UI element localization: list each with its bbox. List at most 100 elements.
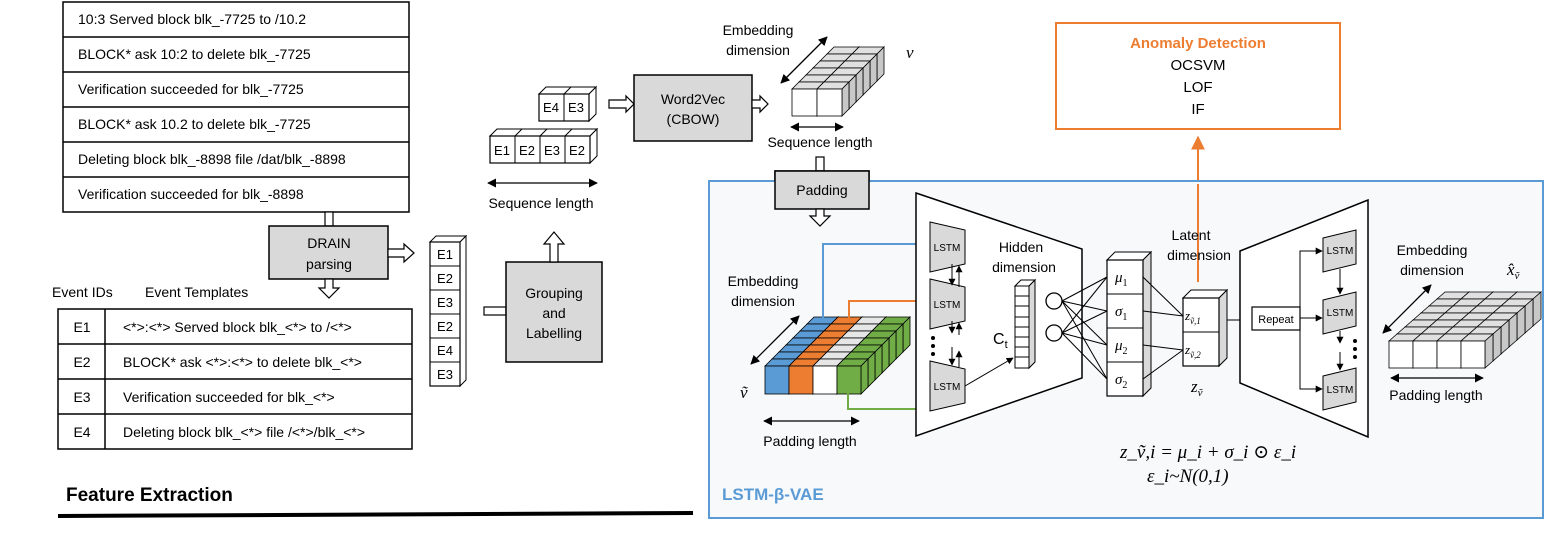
event-id-stack: E1 E2 E3 E2 E4 E3 [428, 234, 468, 388]
event-id: E2 [73, 354, 90, 370]
latent-vector [1181, 288, 1229, 368]
sequence-event: E2 [519, 143, 535, 158]
matrix-cell [1388, 340, 1414, 369]
drain-parsing-box: DRAIN parsing [268, 225, 389, 280]
long-sequence: E1 E2 E3 E2 [488, 127, 599, 165]
event-template: Verification succeeded for blk_<*> [123, 389, 335, 405]
double-arrow-icon [750, 315, 800, 365]
sequence-length-label: Sequence length [488, 195, 593, 211]
matrix-cell [816, 88, 843, 117]
event-template: Deleting block blk_<*> file /<*>/blk_<*> [123, 424, 365, 440]
log-line: Deleting block blk_-8898 file /dat/blk_-… [78, 151, 346, 167]
latent-dimension-label: dimension [1167, 247, 1231, 263]
matrix-cell [788, 365, 814, 395]
sampling-connections [1142, 276, 1184, 380]
orange-input-line [848, 294, 932, 318]
ct-label: Ct [993, 331, 1008, 351]
event-id: E3 [73, 389, 90, 405]
vae-title: LSTM-β-VAE [722, 485, 824, 504]
seq-length-label: Sequence length [767, 134, 872, 150]
mu1-label: μ1 [1114, 270, 1128, 289]
double-arrow-icon [780, 36, 828, 84]
sequence-event: E2 [569, 143, 585, 158]
matrix-cell [836, 365, 862, 395]
sequence-event: E4 [543, 100, 559, 115]
arrow-icon [1299, 318, 1323, 393]
log-line: BLOCK* ask 10.2 to delete blk_-7725 [78, 116, 311, 132]
event-templates-header: Event Templates [145, 284, 248, 300]
epsilon-equation: ε_i~N(0,1) [1147, 466, 1229, 487]
sequence-event: E1 [494, 143, 510, 158]
grouping-label: Grouping [525, 285, 583, 301]
event-templates-table: E1 E2 E3 E4 <*>:<*> Served block blk_<*>… [57, 308, 413, 450]
embedding-matrix-top [791, 46, 885, 117]
arrow-icon [1299, 247, 1323, 318]
block-arrow-down-icon [808, 208, 832, 227]
output-padding-length-label: Padding length [1389, 387, 1482, 403]
drain-label: parsing [306, 256, 352, 272]
matrix-cell [1436, 340, 1462, 369]
output-embedding-label: Embedding [1397, 242, 1468, 258]
anomaly-method: OCSVM [1170, 57, 1225, 74]
embedding-label: Embedding [723, 22, 794, 38]
raw-log-table: 10:3 Served block blk_-7725 to /10.2 BLO… [62, 1, 410, 213]
z1-label: zṽ,1 [1184, 308, 1201, 326]
z-symbol: zṽ [1190, 377, 1204, 399]
sequence-event: E3 [568, 100, 584, 115]
event-template: <*>:<*> Served block blk_<*> to /<*> [123, 319, 352, 335]
section-title: Feature Extraction [66, 485, 233, 506]
repeat-label: Repeat [1258, 314, 1293, 326]
lstm-label: LSTM [934, 382, 961, 393]
hidden-dimension-label: Hidden [999, 239, 1043, 255]
drain-label: DRAIN [307, 235, 351, 251]
matrix-cell [764, 365, 790, 395]
block-arrow-right-icon [387, 242, 415, 264]
decoder-lstm: LSTM [1322, 291, 1357, 335]
sigma2-label: σ2 [1115, 372, 1127, 391]
stack-event: E1 [437, 247, 453, 262]
padding-length-label: Padding length [763, 433, 856, 449]
z2-label: zṽ,2 [1184, 342, 1201, 360]
section-underline [57, 511, 694, 518]
anomaly-method: IF [1191, 101, 1204, 118]
ellipsis-dot [1353, 339, 1357, 343]
latent-dimension-label: Latent [1172, 227, 1211, 243]
blue-input-line [822, 237, 932, 318]
encoder-lstm: LSTM [929, 360, 966, 412]
ellipsis-dot [931, 336, 935, 340]
grouping-label: Labelling [526, 325, 582, 341]
ellipsis-dot [931, 352, 935, 356]
event-id: E4 [73, 424, 90, 440]
lstm-label: LSTM [1327, 246, 1354, 257]
anomaly-method: LOF [1183, 79, 1212, 96]
event-template: BLOCK* ask <*>:<*> to delete blk_<*> [123, 354, 362, 370]
block-arrow-down-icon [317, 278, 341, 299]
output-embedding-label: dimension [1400, 262, 1464, 278]
output-embedding-matrix [1387, 291, 1543, 369]
hidden-state-vector [1013, 278, 1037, 370]
ellipsis-dot [1353, 347, 1357, 351]
matrix-cell [1412, 340, 1438, 369]
word2vec-box: Word2Vec (CBOW) [633, 74, 753, 142]
mu-sigma-stack [1105, 250, 1153, 398]
grouping-label: and [542, 305, 565, 321]
stack-event: E3 [437, 295, 453, 310]
anomaly-title: Anomaly Detection [1130, 35, 1266, 52]
lstm-label: LSTM [1327, 308, 1354, 319]
matrix-cell [791, 88, 818, 117]
decoder-lstm: LSTM [1322, 367, 1357, 411]
stack-event: E3 [437, 367, 453, 382]
lstm-label: LSTM [1327, 385, 1354, 396]
stack-event: E4 [437, 343, 453, 358]
word2vec-label: (CBOW) [667, 111, 720, 127]
hidden-dimension-label: dimension [992, 259, 1056, 275]
v-tilde-symbol: ṽ [740, 383, 748, 402]
dense-node [1045, 324, 1063, 342]
padding-label: Padding [796, 182, 847, 198]
lstm-label: LSTM [934, 300, 961, 311]
anomaly-detection-box: Anomaly Detection OCSVM LOF IF [1055, 22, 1341, 130]
x-hat-symbol: x̂ṽ [1506, 260, 1521, 282]
log-line: Verification succeeded for blk_-7725 [78, 81, 304, 97]
connector [815, 156, 825, 172]
block-arrow-right-icon [608, 94, 635, 114]
